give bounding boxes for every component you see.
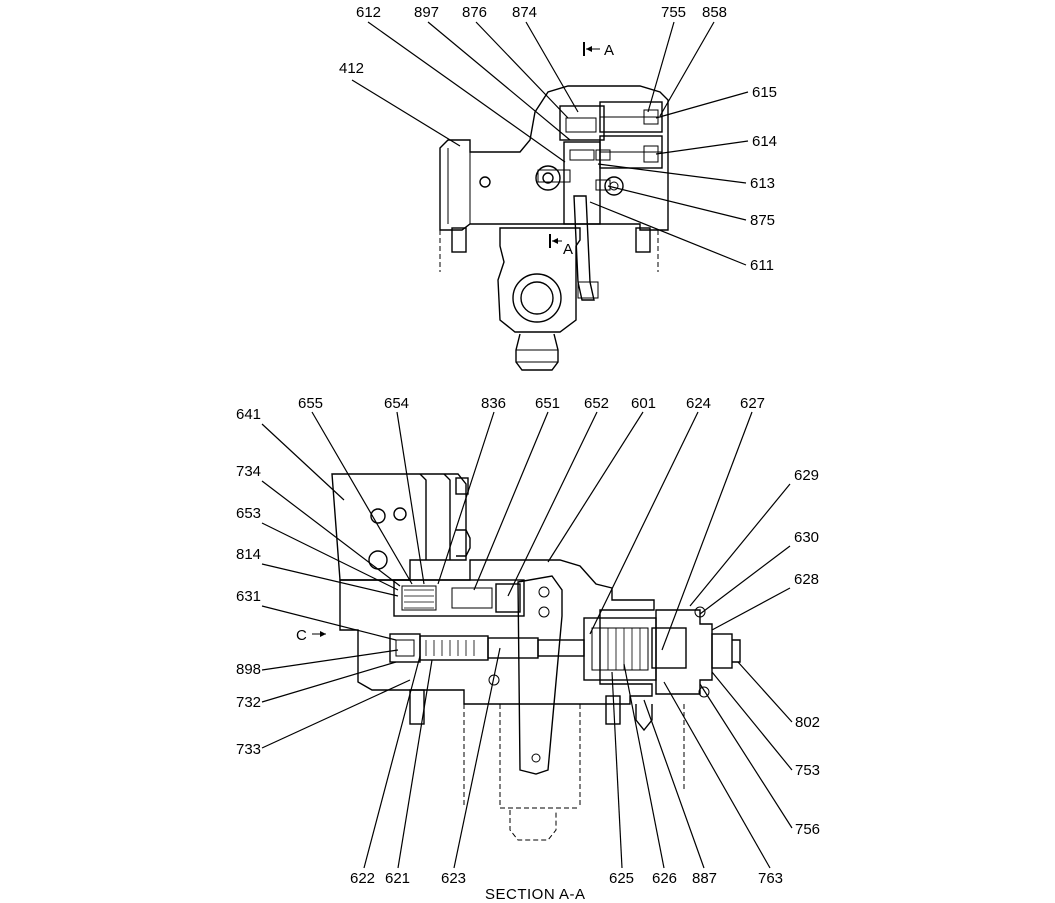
callout-601: 601 (631, 395, 656, 412)
callout-612: 612 (356, 4, 381, 21)
callout-655: 655 (298, 395, 323, 412)
section-view-leaders (261, 411, 793, 869)
callout-652: 652 (584, 395, 609, 412)
callout-631: 631 (236, 588, 261, 605)
section-view-drawing (312, 473, 741, 841)
view-mark-c: C (296, 627, 307, 644)
callout-622: 622 (350, 870, 375, 887)
callout-876: 876 (462, 4, 487, 21)
callout-653: 653 (236, 505, 261, 522)
callout-898: 898 (236, 661, 261, 678)
callout-628: 628 (794, 571, 819, 588)
section-view-labels: 655 654 836 651 652 601 624 627 641 734 … (236, 395, 820, 887)
callout-654: 654 (384, 395, 409, 412)
callout-887: 887 (692, 870, 717, 887)
callout-875: 875 (750, 212, 775, 229)
callout-623: 623 (441, 870, 466, 887)
callout-763: 763 (758, 870, 783, 887)
callout-734: 734 (236, 463, 261, 480)
callout-641: 641 (236, 406, 261, 423)
callout-756: 756 (795, 821, 820, 838)
callout-814: 814 (236, 546, 261, 563)
callout-621: 621 (385, 870, 410, 887)
callout-874: 874 (512, 4, 537, 21)
callout-733: 733 (236, 741, 261, 758)
callout-630: 630 (794, 529, 819, 546)
callout-755: 755 (661, 4, 686, 21)
callout-802: 802 (795, 714, 820, 731)
callout-412: 412 (339, 60, 364, 77)
callout-626: 626 (652, 870, 677, 887)
top-view-drawing (439, 42, 669, 371)
callout-753: 753 (795, 762, 820, 779)
callout-625: 625 (609, 870, 634, 887)
section-caption: SECTION A-A (485, 886, 586, 903)
callout-615: 615 (752, 84, 777, 101)
callout-897: 897 (414, 4, 439, 21)
callout-858: 858 (702, 4, 727, 21)
callout-611: 611 (750, 257, 774, 274)
callout-836: 836 (481, 395, 506, 412)
section-mark-top: A (604, 42, 614, 59)
callout-732: 732 (236, 694, 261, 711)
callout-613: 613 (750, 175, 775, 192)
callout-651: 651 (535, 395, 560, 412)
section-mark-lower: A (563, 241, 573, 258)
callout-629: 629 (794, 467, 819, 484)
callout-627: 627 (740, 395, 765, 412)
top-view-labels: 612 897 876 874 755 858 412 615 614 613 … (339, 4, 777, 274)
top-view-leaders (351, 21, 749, 266)
callout-624: 624 (686, 395, 711, 412)
callout-614: 614 (752, 133, 777, 150)
